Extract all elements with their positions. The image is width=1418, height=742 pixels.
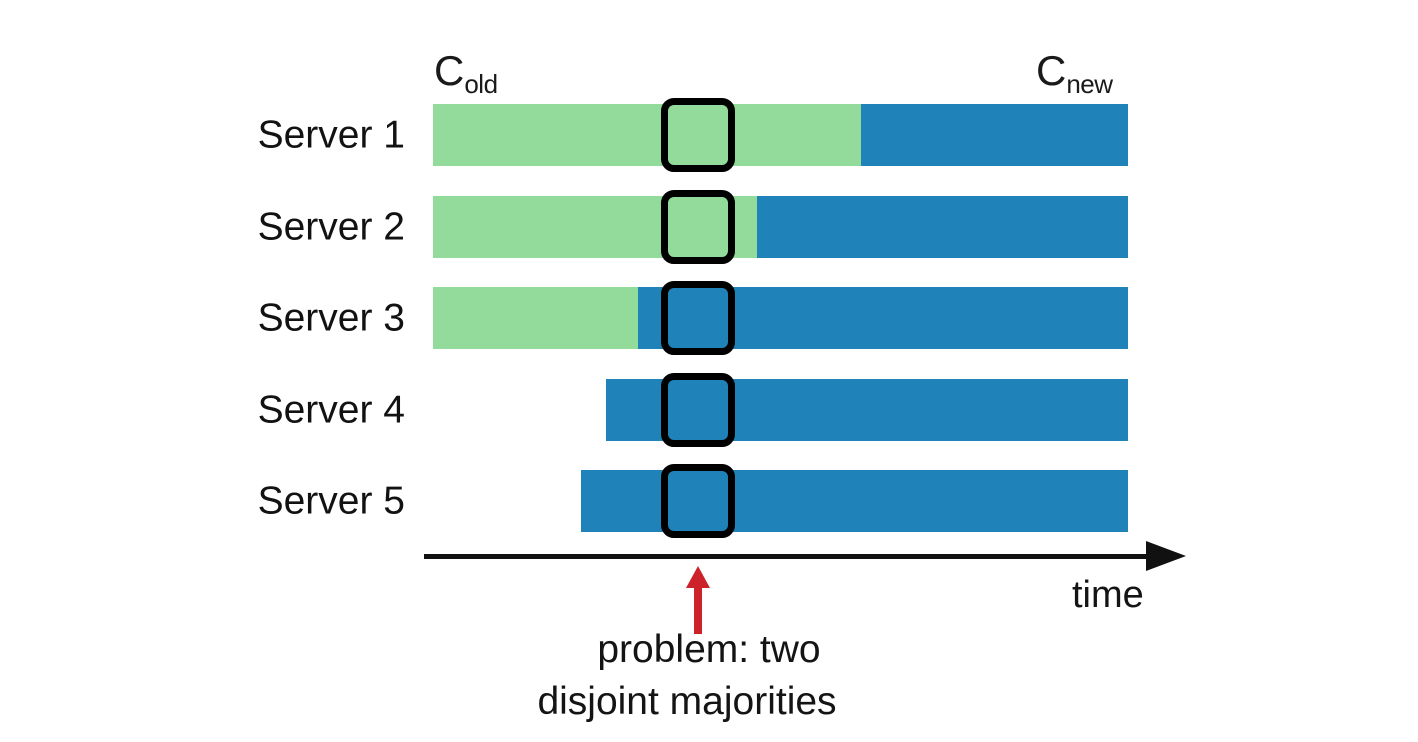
timeline-segment-old (433, 196, 757, 258)
config-old-label: Cold (434, 47, 498, 98)
caption-line-1: problem: two (597, 628, 821, 671)
server-row: Server 3 (0, 281, 1418, 355)
highlight-box (661, 98, 735, 172)
timeline-segment-old (433, 287, 638, 349)
callout-arrow-shaft (694, 584, 702, 634)
highlight-box (661, 190, 735, 264)
server-row: Server 1 (0, 98, 1418, 172)
timeline-segment-new (581, 470, 1128, 532)
config-old-subscript: old (464, 69, 498, 99)
callout-arrow-head (686, 566, 710, 588)
highlight-box (661, 281, 735, 355)
server-row-label: Server 5 (257, 479, 405, 523)
timeline-segment-new (606, 379, 1128, 441)
highlight-box (661, 464, 735, 538)
server-row-label: Server 3 (257, 296, 405, 340)
time-axis-arrow-icon (1146, 541, 1186, 571)
time-axis-line (424, 554, 1176, 559)
config-new-base: C (1036, 47, 1067, 94)
timeline-segment-old (433, 104, 861, 166)
callout-caption: problem: two disjoint majorities (0, 624, 1418, 729)
highlight-box (661, 373, 735, 447)
time-axis-label: time (1072, 574, 1144, 616)
config-old-base: C (434, 47, 465, 94)
timeline-segment-new (757, 196, 1128, 258)
config-new-label: Cnew (1036, 47, 1113, 98)
server-row-label: Server 1 (257, 113, 405, 157)
timeline-segment-new (638, 287, 1128, 349)
server-row-label: Server 4 (257, 388, 405, 432)
server-row-label: Server 2 (257, 205, 405, 249)
caption-line-2: disjoint majorities (537, 680, 837, 724)
timeline-segment-new (861, 104, 1128, 166)
config-new-subscript: new (1066, 69, 1113, 99)
server-row: Server 2 (0, 190, 1418, 264)
server-row: Server 4 (0, 373, 1418, 447)
server-row: Server 5 (0, 464, 1418, 538)
callout-up-arrow-icon (686, 566, 710, 634)
